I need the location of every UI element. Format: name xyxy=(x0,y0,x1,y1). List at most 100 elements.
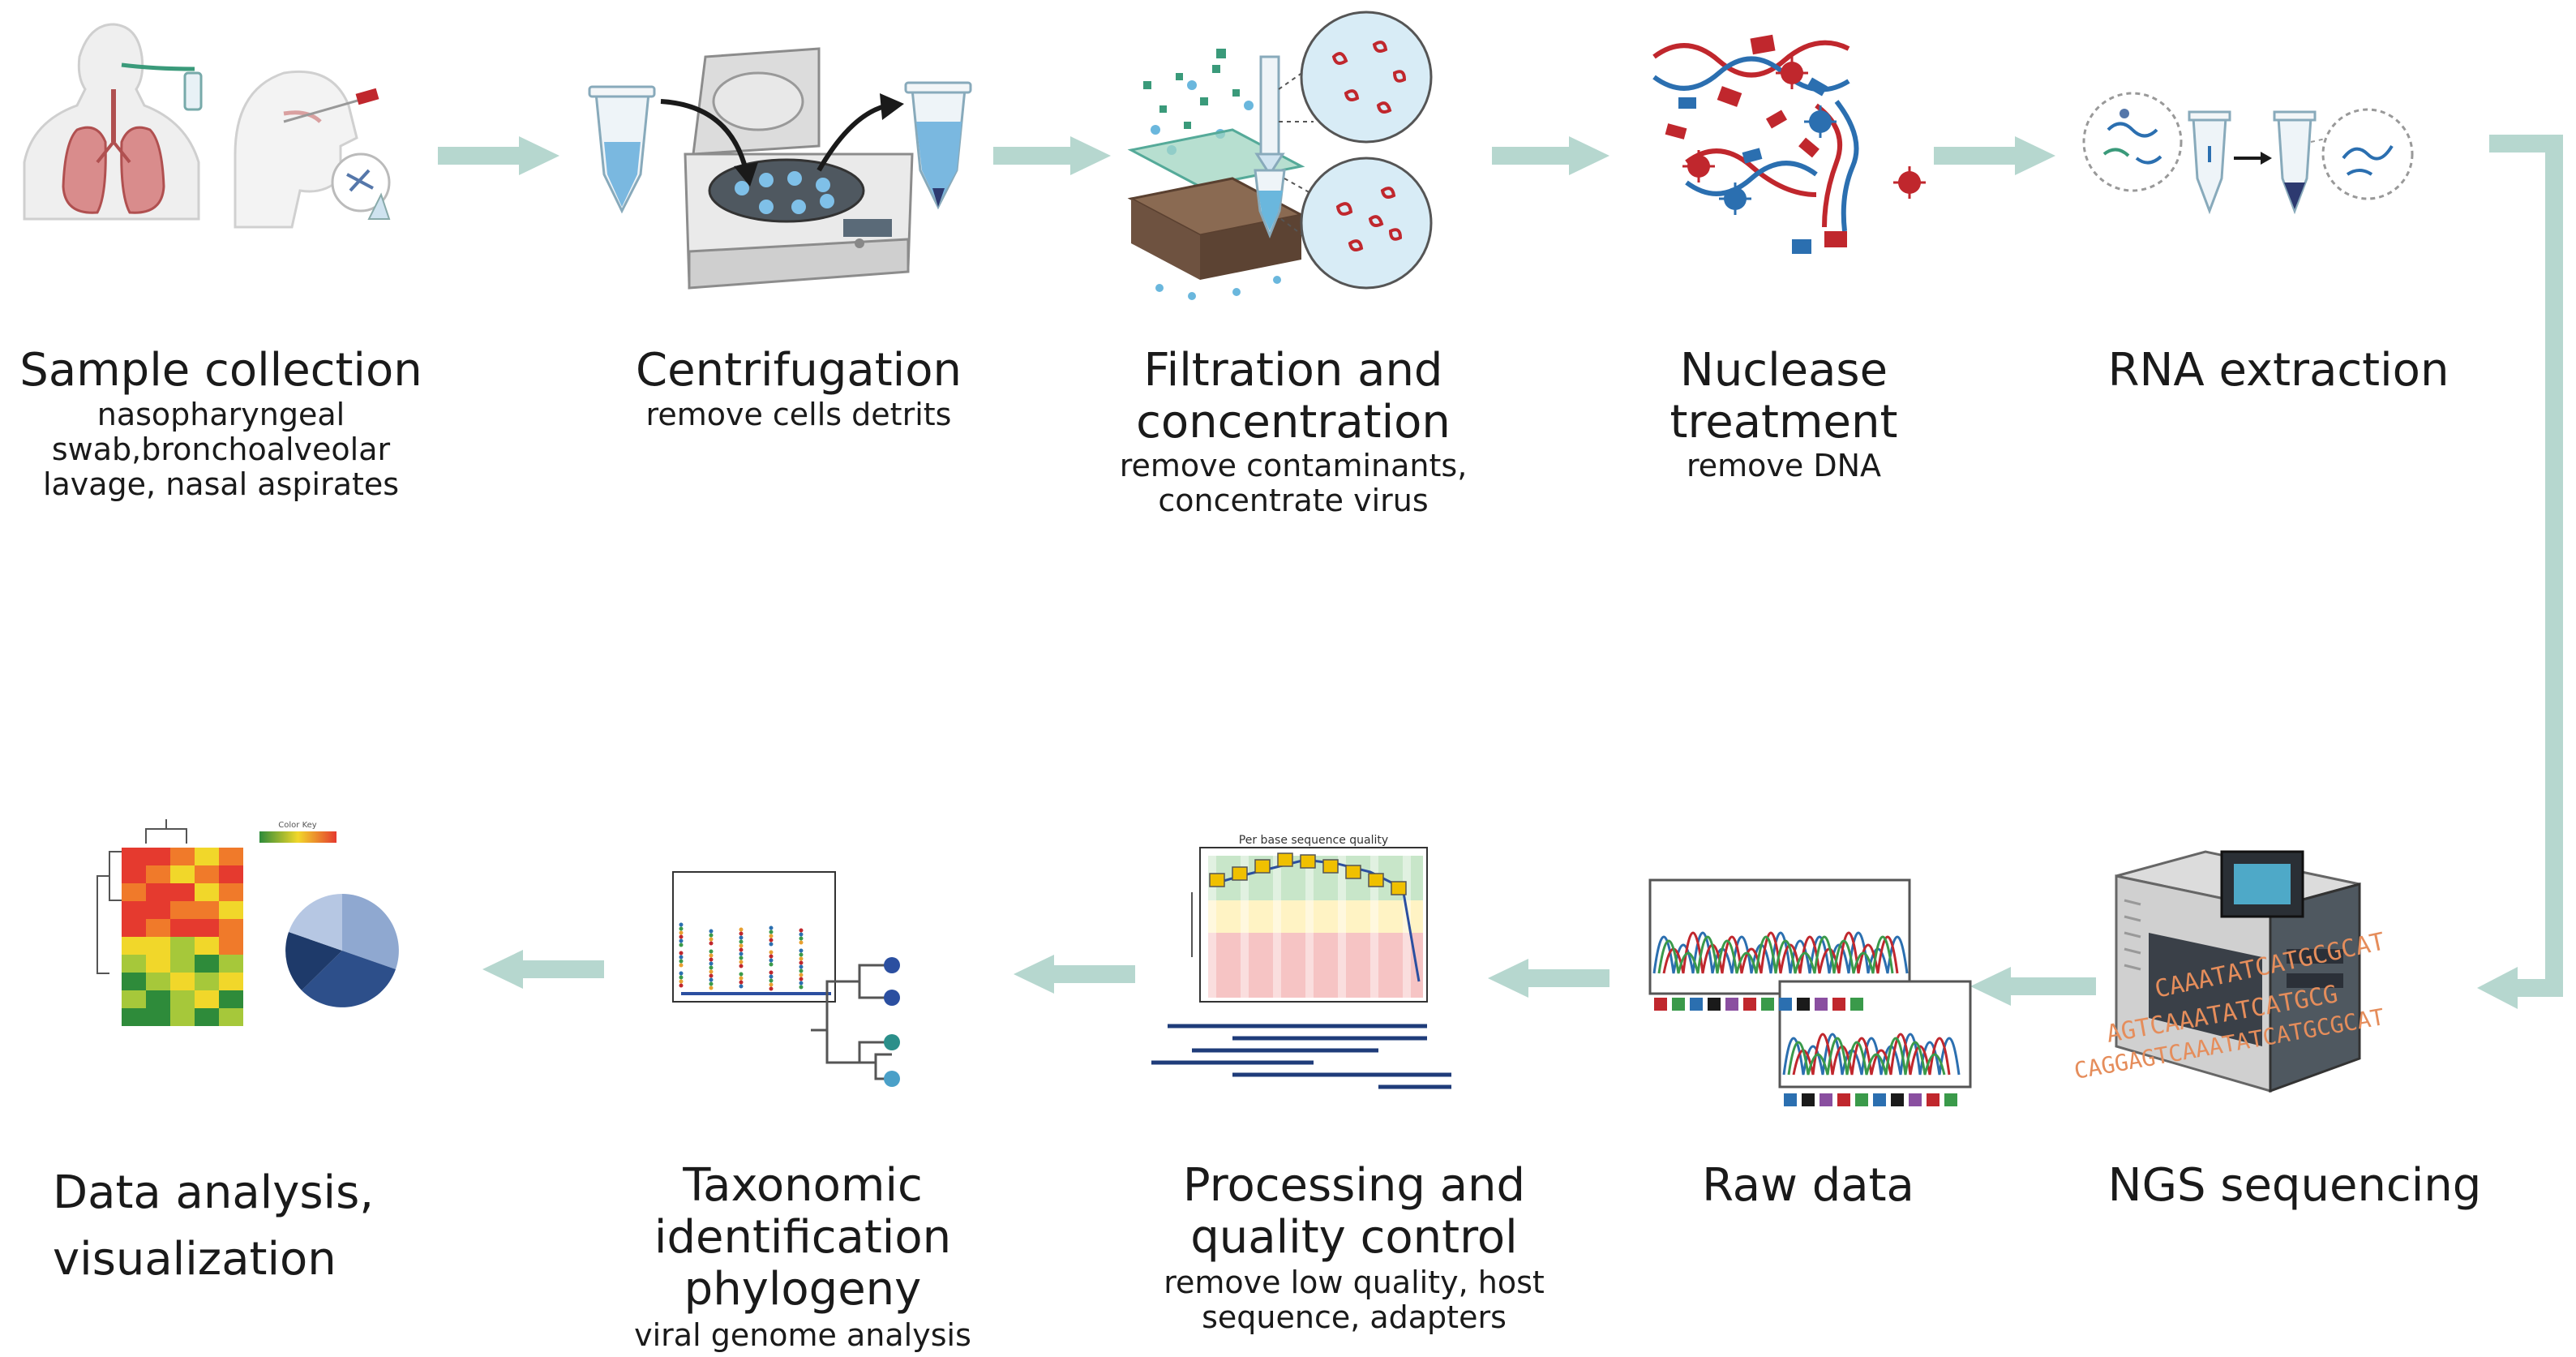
base-call xyxy=(1850,998,1863,1011)
heatmap-cell xyxy=(170,865,195,883)
base-call xyxy=(1761,998,1774,1011)
step-subtitle-sample-collection: nasopharyngeal swab,bronchoalveolar lava… xyxy=(42,397,400,502)
flow-arrows xyxy=(438,135,2563,1009)
quality-box xyxy=(1277,852,1293,867)
step-title-filtration: Filtration and concentration xyxy=(1136,344,1451,449)
scatter-point xyxy=(769,962,774,967)
scatter-point xyxy=(739,939,744,944)
heatmap-cell xyxy=(146,848,170,865)
scatter-point xyxy=(739,960,744,964)
step-subtitle-centrifugation: remove cells detrits xyxy=(645,397,952,432)
step-subtitle-filtration: remove contaminants, concentrate virus xyxy=(1119,448,1468,518)
arrow-6-7-head xyxy=(1970,967,2011,1006)
centrifuge-icon xyxy=(588,47,972,290)
scatter-point xyxy=(679,943,684,947)
scatter-point xyxy=(739,935,744,940)
scatter-point xyxy=(799,981,804,986)
heatmap-cell xyxy=(146,865,170,883)
quality-plot-icon: Per base sequence quality xyxy=(1151,834,1451,1089)
scatter-point xyxy=(739,951,744,956)
arrow-9-10-head xyxy=(482,950,523,989)
step-title-data-analysis: Data analysis, visualization xyxy=(53,1166,375,1286)
heatmap-cell xyxy=(146,937,170,955)
scatter-point xyxy=(769,942,774,947)
step-title-taxonomic: Taxonomic identification phylogeny xyxy=(654,1159,952,1316)
scatter-point xyxy=(709,981,714,986)
scatter-point xyxy=(769,974,774,979)
step-title-rna-extraction: RNA extraction xyxy=(2107,344,2450,397)
heatmap-cell xyxy=(219,973,243,990)
arrow-5-6-path xyxy=(2489,135,2563,997)
base-call xyxy=(1832,998,1845,1011)
scatter-point xyxy=(679,951,684,955)
scatter-point xyxy=(769,978,774,983)
scatter-point xyxy=(679,930,684,935)
scatter-point xyxy=(799,985,804,990)
base-call xyxy=(1873,1093,1886,1106)
step-title-processing: Processing and quality control xyxy=(1182,1159,1526,1264)
rna-tube-icon xyxy=(2082,92,2414,215)
heatmap-cell xyxy=(219,955,243,973)
base-call xyxy=(1654,998,1667,1011)
scatter-point xyxy=(679,955,684,960)
arrow-2-3-head xyxy=(1070,136,1111,175)
scatter-point xyxy=(709,977,714,982)
scatter-point xyxy=(679,983,684,988)
step-title-raw-data: Raw data xyxy=(1702,1159,1914,1212)
scatter-point xyxy=(739,972,744,977)
base-call xyxy=(1797,998,1810,1011)
heatmap-cell xyxy=(146,955,170,973)
arrow-4-5-head xyxy=(2015,136,2055,175)
scatter-point xyxy=(709,953,714,958)
heatmap-cell xyxy=(170,919,195,937)
step-subtitle-nuclease: remove DNA xyxy=(1686,448,1882,483)
scatter-point xyxy=(679,934,684,939)
scatter-point xyxy=(769,982,774,987)
scatter-point xyxy=(799,928,804,933)
heatmap-cell xyxy=(122,937,146,955)
scatter-point xyxy=(709,933,714,938)
scatter-point xyxy=(739,955,744,960)
scatter-point xyxy=(679,938,684,943)
scatter-point xyxy=(709,961,714,966)
heatmap-cell xyxy=(170,990,195,1008)
heatmap-cell xyxy=(170,973,195,990)
arrow-5-6-head xyxy=(2477,967,2518,1009)
quality-box xyxy=(1391,881,1407,895)
quality-box xyxy=(1368,873,1384,887)
step-title-sample-collection: Sample collection xyxy=(19,344,422,397)
scatter-point xyxy=(769,930,774,934)
quality-band xyxy=(1241,856,1249,998)
scatter-point xyxy=(799,936,804,941)
scatter-point xyxy=(799,952,804,957)
heatmap-cell xyxy=(170,1008,195,1026)
scatter-point xyxy=(799,948,804,953)
base-call xyxy=(1690,998,1703,1011)
heatmap-cell xyxy=(219,919,243,937)
scatter-point xyxy=(709,957,714,962)
scatter-point xyxy=(709,969,714,974)
scatter-point xyxy=(709,965,714,970)
sequence-reads xyxy=(1151,1024,1451,1089)
heatmap-cell xyxy=(146,883,170,901)
chromatogram-icon xyxy=(1648,878,1972,1089)
base-call xyxy=(1802,1093,1815,1106)
heatmap-cell xyxy=(122,973,146,990)
quality-band xyxy=(1208,856,1216,998)
step-subtitle-processing: remove low quality, host sequence, adapt… xyxy=(1164,1265,1545,1335)
quality-band xyxy=(1403,856,1411,998)
heatmap-cell xyxy=(219,1008,243,1026)
quality-box xyxy=(1232,866,1248,881)
quality-box xyxy=(1300,854,1316,869)
scatter-point xyxy=(769,954,774,959)
sequencer-icon: CAAATATCATGCGCAT AGTCAAATATCATGCG CAGGAG… xyxy=(2072,850,2387,1093)
base-call xyxy=(1855,1093,1868,1106)
heatmap-cell xyxy=(219,865,243,883)
quality-band xyxy=(1305,856,1314,998)
heatmap-pie-icon: Color Key xyxy=(96,819,399,1026)
base-call xyxy=(1815,998,1828,1011)
arrow-8-9-head xyxy=(1014,955,1054,994)
scatter-point xyxy=(799,977,804,981)
heatmap-cell xyxy=(195,883,219,901)
